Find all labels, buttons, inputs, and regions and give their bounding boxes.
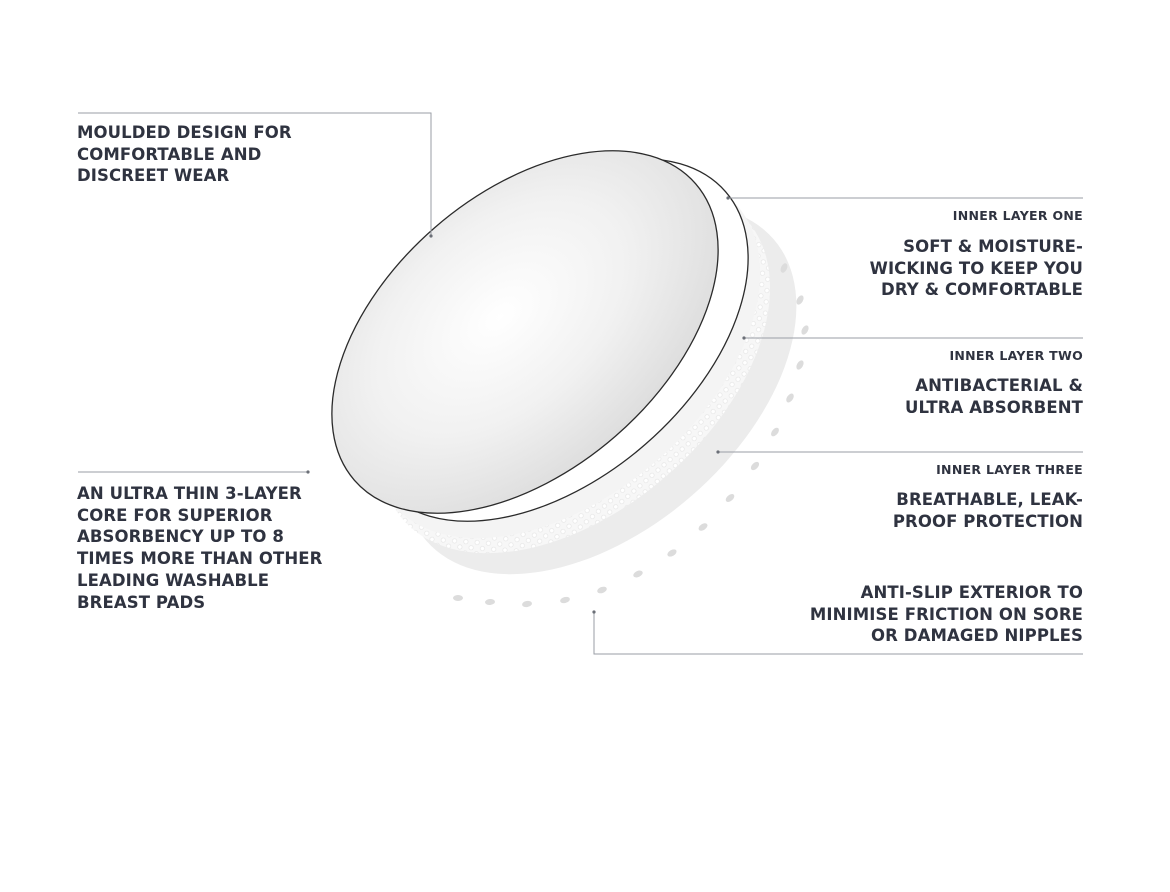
layer-one-label: INNER LAYER ONE — [952, 208, 1083, 223]
callout-moulded-line: MOULDED DESIGN FOR — [77, 123, 292, 142]
callout-layer-two-line: ULTRA ABSORBENT — [904, 397, 1083, 417]
callout-core-line: AN ULTRA THIN 3-LAYER — [77, 484, 302, 503]
leader-endpoints — [306, 196, 746, 614]
callout-layer-three: BREATHABLE, LEAK- PROOF PROTECTION — [893, 489, 1083, 532]
callout-layer-one-line: SOFT & MOISTURE- — [903, 237, 1083, 256]
pad-top-face — [331, 150, 719, 514]
callout-layer-two-line: ANTIBACTERIAL & — [915, 376, 1083, 395]
leader-lines — [78, 112, 1083, 655]
callout-core-line: BREAST PADS — [77, 592, 206, 612]
callout-layer-two: ANTIBACTERIAL & ULTRA ABSORBENT — [905, 375, 1083, 418]
callout-exterior-line: MINIMISE FRICTION ON SORE — [809, 604, 1083, 624]
layer-three-label: INNER LAYER THREE — [936, 462, 1083, 477]
callout-core: AN ULTRA THIN 3-LAYER CORE FOR SUPERIOR … — [77, 483, 322, 613]
callout-exterior-line: OR DAMAGED NIPPLES — [871, 626, 1083, 646]
leader-exterior — [593, 612, 1083, 655]
callout-layer-three-line: BREATHABLE, LEAK- — [896, 490, 1083, 509]
callout-layer-one-line: DRY & COMFORTABLE — [881, 280, 1083, 300]
callout-moulded-line: COMFORTABLE AND — [77, 144, 262, 164]
callout-core-line: CORE FOR SUPERIOR — [77, 505, 273, 525]
callout-layer-one-line: WICKING TO KEEP YOU — [869, 258, 1083, 278]
leader-moulded — [78, 112, 432, 236]
layer-two-label: INNER LAYER TWO — [949, 348, 1083, 363]
callout-core-line: LEADING WASHABLE — [77, 570, 270, 590]
callout-core-line: ABSORBENCY UP TO 8 — [77, 527, 284, 547]
anti-slip-dots — [453, 263, 809, 608]
callout-layer-one: SOFT & MOISTURE- WICKING TO KEEP YOU DRY… — [870, 236, 1083, 301]
callout-exterior: ANTI-SLIP EXTERIOR TO MINIMISE FRICTION … — [810, 582, 1083, 647]
callout-moulded: MOULDED DESIGN FOR COMFORTABLE AND DISCR… — [77, 122, 292, 187]
callout-moulded-line: DISCREET WEAR — [77, 166, 230, 186]
callout-exterior-line: ANTI-SLIP EXTERIOR TO — [860, 583, 1083, 602]
callout-layer-three-line: PROOF PROTECTION — [892, 511, 1083, 531]
callout-core-line: TIMES MORE THAN OTHER — [77, 549, 323, 569]
